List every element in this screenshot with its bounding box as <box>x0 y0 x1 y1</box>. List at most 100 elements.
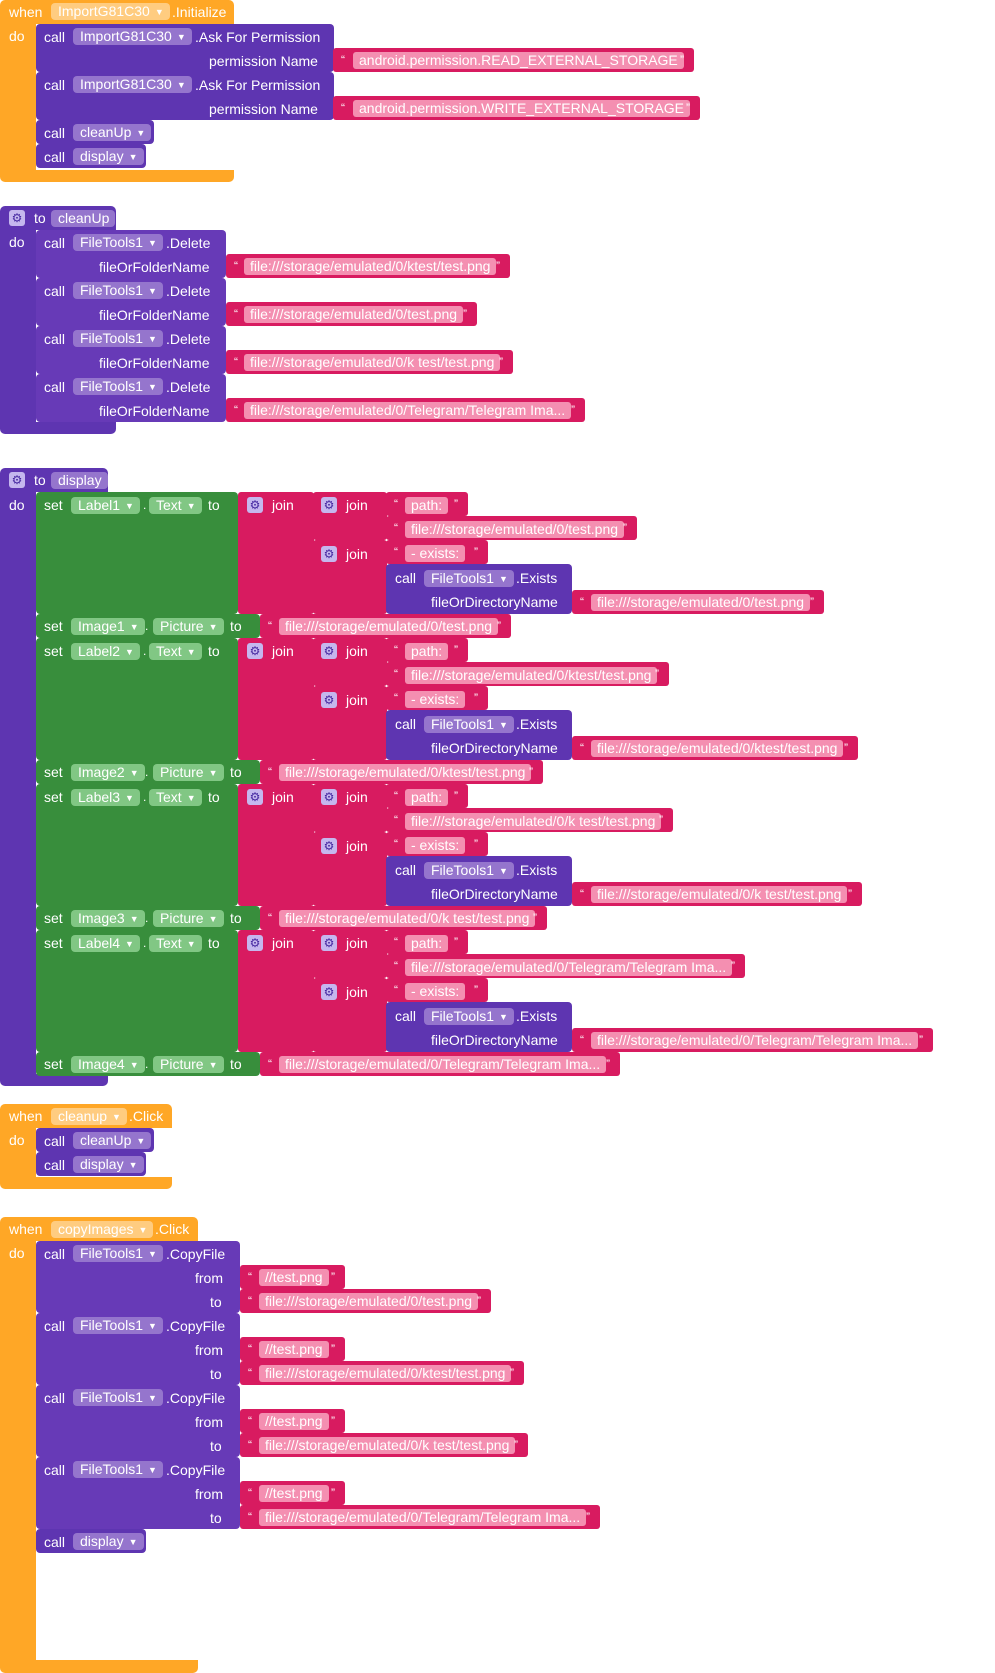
text-value[interactable]: path: <box>405 643 449 660</box>
procedure-dropdown[interactable]: cleanUp▼ <box>73 124 152 141</box>
property-dropdown[interactable]: Text▼ <box>149 497 202 514</box>
text-value[interactable]: - exists: <box>405 545 466 562</box>
text-value[interactable]: file:///storage/emulated/0/Telegram/Tele… <box>259 1509 587 1526</box>
param-label: permission Name <box>209 101 318 117</box>
text-value[interactable]: - exists: <box>405 983 466 1000</box>
gear-icon[interactable]: ⚙ <box>321 935 337 951</box>
gear-icon[interactable]: ⚙ <box>321 643 337 659</box>
text-value[interactable]: file:///storage/emulated/0/test.png <box>244 306 464 323</box>
text-value[interactable]: file:///storage/emulated/0/k test/test.p… <box>591 886 848 903</box>
property-dropdown[interactable]: Text▼ <box>149 643 202 660</box>
text-value[interactable]: android.permission.READ_EXTERNAL_STORAGE <box>353 52 684 69</box>
gear-icon[interactable]: ⚙ <box>247 497 263 513</box>
text-value[interactable]: file:///storage/emulated/0/test.png <box>591 594 811 611</box>
text-value[interactable]: - exists: <box>405 691 466 708</box>
text-value[interactable]: file:///storage/emulated/0/ktest/test.pn… <box>244 258 497 275</box>
text-value[interactable]: file:///storage/emulated/0/k test/test.p… <box>279 910 536 927</box>
text-value[interactable]: file:///storage/emulated/0/ktest/test.pn… <box>405 667 658 684</box>
close-quote: ” <box>331 1342 335 1356</box>
text-value[interactable]: file:///storage/emulated/0/ktest/test.pn… <box>259 1365 512 1382</box>
component-dropdown[interactable]: FileTools1▼ <box>73 1461 163 1478</box>
procedure-name[interactable]: cleanUp <box>51 210 116 227</box>
component-dropdown[interactable]: FileTools1▼ <box>424 716 514 733</box>
component-dropdown[interactable]: FileTools1▼ <box>73 234 163 251</box>
gear-icon[interactable]: ⚙ <box>9 210 25 226</box>
component-dropdown[interactable]: Image1▼ <box>71 618 145 635</box>
gear-icon[interactable]: ⚙ <box>247 789 263 805</box>
call-label: call <box>44 1157 66 1173</box>
procedure-dropdown[interactable]: display▼ <box>73 1533 144 1550</box>
component-dropdown[interactable]: cleanup▼ <box>51 1108 127 1125</box>
component-dropdown[interactable]: Label2▼ <box>71 643 140 660</box>
property-dropdown[interactable]: Picture▼ <box>153 618 224 635</box>
component-dropdown[interactable]: FileTools1▼ <box>424 570 514 587</box>
text-value[interactable]: //test.png <box>259 1269 329 1286</box>
set-label: set <box>44 643 63 659</box>
property-dropdown[interactable]: Picture▼ <box>153 1056 224 1073</box>
gear-icon[interactable]: ⚙ <box>9 472 25 488</box>
text-value[interactable]: file:///storage/emulated/0/k test/test.p… <box>405 813 662 830</box>
component-dropdown[interactable]: ImportG81C30▼ <box>73 28 192 45</box>
to-label: to <box>34 210 46 226</box>
component-dropdown[interactable]: Label1▼ <box>71 497 140 514</box>
text-value[interactable]: path: <box>405 935 449 952</box>
gear-icon[interactable]: ⚙ <box>321 984 337 1000</box>
component-dropdown[interactable]: FileTools1▼ <box>73 378 163 395</box>
component-dropdown[interactable]: ImportG81C30▼ <box>51 3 170 20</box>
text-value[interactable]: //test.png <box>259 1485 329 1502</box>
gear-icon[interactable]: ⚙ <box>321 692 337 708</box>
chevron-down-icon: ▼ <box>112 1112 121 1122</box>
component-dropdown[interactable]: FileTools1▼ <box>73 1389 163 1406</box>
gear-icon[interactable]: ⚙ <box>247 643 263 659</box>
text-value[interactable]: file:///storage/emulated/0/k test/test.p… <box>259 1437 516 1454</box>
join-label: join <box>272 789 294 805</box>
text-value[interactable]: file:///storage/emulated/0/Telegram/Tele… <box>244 402 572 419</box>
gear-icon[interactable]: ⚙ <box>321 497 337 513</box>
component-dropdown[interactable]: Image2▼ <box>71 764 145 781</box>
component-dropdown[interactable]: FileTools1▼ <box>73 282 163 299</box>
component-dropdown[interactable]: FileTools1▼ <box>73 1317 163 1334</box>
text-value[interactable]: path: <box>405 789 449 806</box>
procedure-dropdown[interactable]: display▼ <box>73 1156 144 1173</box>
procedure-dropdown[interactable]: display▼ <box>73 148 144 165</box>
text-value[interactable]: file:///storage/emulated/0/k test/test.p… <box>244 354 501 371</box>
component-dropdown[interactable]: Image3▼ <box>71 910 145 927</box>
gear-icon[interactable]: ⚙ <box>247 935 263 951</box>
text-value[interactable]: file:///storage/emulated/0/test.png <box>279 618 499 635</box>
component-dropdown[interactable]: FileTools1▼ <box>424 862 514 879</box>
text-value[interactable]: file:///storage/emulated/0/Telegram/Tele… <box>405 959 733 976</box>
procedure-dropdown[interactable]: cleanUp▼ <box>73 1132 152 1149</box>
component-dropdown[interactable]: FileTools1▼ <box>73 330 163 347</box>
text-value[interactable]: file:///storage/emulated/0/Telegram/Tele… <box>279 1056 607 1073</box>
text-value[interactable]: file:///storage/emulated/0/ktest/test.pn… <box>279 764 532 781</box>
text-value[interactable]: - exists: <box>405 837 466 854</box>
component-dropdown[interactable]: ImportG81C30▼ <box>73 76 192 93</box>
component-dropdown[interactable]: FileTools1▼ <box>73 1245 163 1262</box>
text-value[interactable]: //test.png <box>259 1341 329 1358</box>
text-value[interactable]: file:///storage/emulated/0/test.png <box>405 521 625 538</box>
component-dropdown[interactable]: copyImages▼ <box>51 1221 154 1238</box>
text-value[interactable]: file:///storage/emulated/0/test.png <box>259 1293 479 1310</box>
text-value[interactable]: android.permission.WRITE_EXTERNAL_STORAG… <box>353 100 690 117</box>
text-value[interactable]: path: <box>405 497 449 514</box>
open-quote: “ <box>248 1342 252 1356</box>
text-value[interactable]: //test.png <box>259 1413 329 1430</box>
component-dropdown[interactable]: Label4▼ <box>71 935 140 952</box>
call-label: call <box>44 1390 66 1406</box>
component-dropdown[interactable]: Image4▼ <box>71 1056 145 1073</box>
procedure-name[interactable]: display <box>51 472 108 489</box>
gear-icon[interactable]: ⚙ <box>321 838 337 854</box>
property-dropdown[interactable]: Text▼ <box>149 935 202 952</box>
call-label: call <box>44 1246 66 1262</box>
property-dropdown[interactable]: Text▼ <box>149 789 202 806</box>
property-dropdown[interactable]: Picture▼ <box>153 910 224 927</box>
do-label: do <box>9 28 25 44</box>
method-name: .Delete <box>166 235 211 251</box>
text-value[interactable]: file:///storage/emulated/0/Telegram/Tele… <box>591 1032 919 1049</box>
text-value[interactable]: file:///storage/emulated/0/ktest/test.pn… <box>591 740 844 757</box>
gear-icon[interactable]: ⚙ <box>321 546 337 562</box>
component-dropdown[interactable]: FileTools1▼ <box>424 1008 514 1025</box>
gear-icon[interactable]: ⚙ <box>321 789 337 805</box>
component-dropdown[interactable]: Label3▼ <box>71 789 140 806</box>
property-dropdown[interactable]: Picture▼ <box>153 764 224 781</box>
